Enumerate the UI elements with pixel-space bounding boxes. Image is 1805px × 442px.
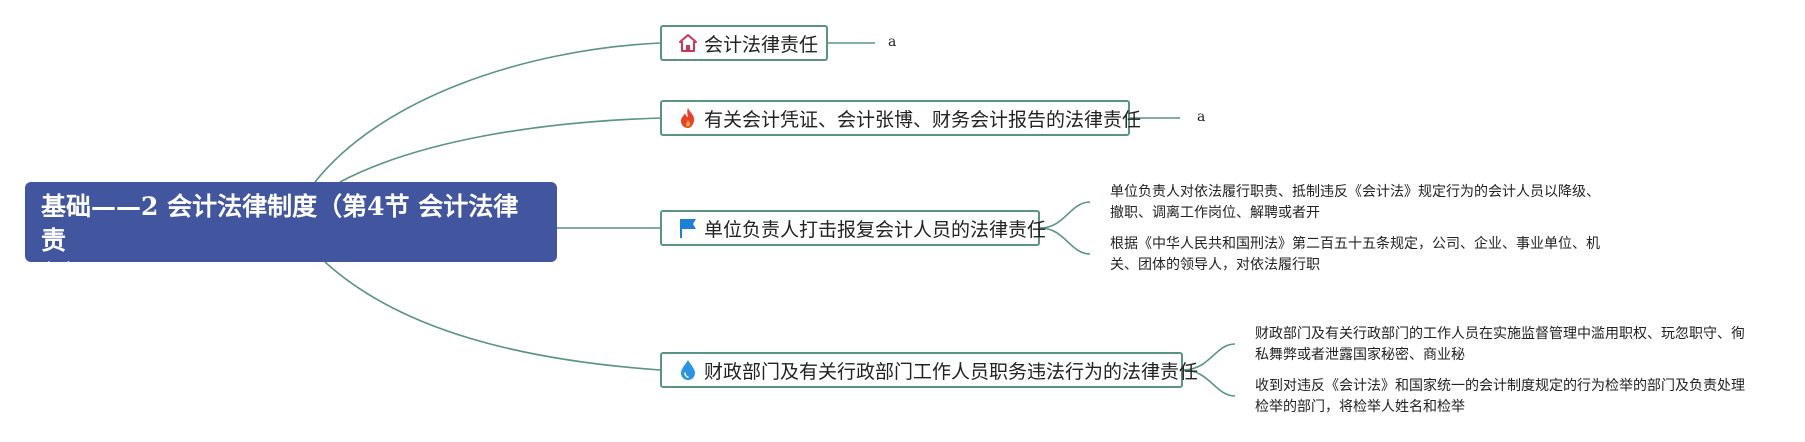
topic-4-child-1[interactable]: 财政部门及有关行政部门的工作人员在实施监督管理中滥用职权、玩忽职守、徇 私舞弊或… bbox=[1255, 324, 1745, 366]
child-line-1: 财政部门及有关行政部门的工作人员在实施监督管理中滥用职权、玩忽职守、徇 bbox=[1255, 326, 1745, 342]
connector-topic-4-child-1 bbox=[1182, 343, 1236, 371]
child-line-1: 根据《中华人民共和国刑法》第二百五十五条规定，公司、企业、事业单位、机 bbox=[1110, 236, 1600, 252]
topic-2-note[interactable]: a bbox=[1197, 109, 1206, 125]
root-title-line-2: 任） bbox=[41, 260, 92, 289]
child-line-2: 私舞弊或者泄露国家秘密、商业秘 bbox=[1255, 347, 1465, 363]
water-drop-icon bbox=[678, 358, 698, 382]
topic-voucher-report-responsibility[interactable]: 有关会计凭证、会计张博、财务会计报告的法律责任 bbox=[660, 100, 1141, 136]
fire-icon bbox=[678, 106, 698, 130]
child-line-2: 关、团体的领导人，对依法履行职 bbox=[1110, 257, 1320, 273]
child-line-2: 撤职、调离工作岗位、解聘或者开 bbox=[1110, 205, 1320, 221]
connector-root-topic-4 bbox=[324, 261, 661, 371]
topic-label: 会计法律责任 bbox=[704, 33, 819, 56]
connector-topic-3-child-1 bbox=[1039, 201, 1091, 229]
child-line-2: 检举的部门，将检举人姓名和检举 bbox=[1255, 399, 1465, 415]
house-icon bbox=[678, 31, 698, 55]
topic-4-child-2[interactable]: 收到对违反《会计法》和国家统一的会计制度规定的行为检举的部门及负责处理 检举的部… bbox=[1255, 376, 1745, 418]
topic-official-misconduct-responsibility[interactable]: 财政部门及有关行政部门工作人员职务违法行为的法律责任 bbox=[660, 352, 1198, 388]
connector-topic-3-child-2 bbox=[1039, 227, 1091, 255]
topic-label: 单位负责人打击报复会计人员的法律责任 bbox=[704, 218, 1047, 241]
root-title-line-1: 基础——2 会计法律制度（第4节 会计法律责 bbox=[41, 192, 519, 255]
child-line-1: 单位负责人对依法履行职责、抵制违反《会计法》规定行为的会计人员以降级、 bbox=[1110, 184, 1600, 200]
root-topic[interactable]: 基础——2 会计法律制度（第4节 会计法律责 任） bbox=[25, 182, 557, 289]
child-line-1: 收到对违反《会计法》和国家统一的会计制度规定的行为检举的部门及负责处理 bbox=[1255, 378, 1745, 394]
topic-3-child-2[interactable]: 根据《中华人民共和国刑法》第二百五十五条规定，公司、企业、事业单位、机 关、团体… bbox=[1110, 234, 1600, 276]
topic-label: 财政部门及有关行政部门工作人员职务违法行为的法律责任 bbox=[704, 360, 1199, 383]
connector-topic-4-child-2 bbox=[1182, 369, 1236, 397]
topic-label: 有关会计凭证、会计张博、财务会计报告的法律责任 bbox=[704, 108, 1142, 131]
connector-root-topic-1 bbox=[314, 42, 661, 183]
topic-1-note[interactable]: a bbox=[888, 34, 897, 50]
topic-retaliation-responsibility[interactable]: 单位负责人打击报复会计人员的法律责任 bbox=[660, 210, 1046, 246]
flag-icon bbox=[678, 216, 698, 240]
topic-legal-responsibility[interactable]: 会计法律责任 bbox=[660, 25, 828, 61]
connector-root-topic-2 bbox=[339, 117, 661, 183]
topic-3-child-1[interactable]: 单位负责人对依法履行职责、抵制违反《会计法》规定行为的会计人员以降级、 撤职、调… bbox=[1110, 182, 1600, 224]
